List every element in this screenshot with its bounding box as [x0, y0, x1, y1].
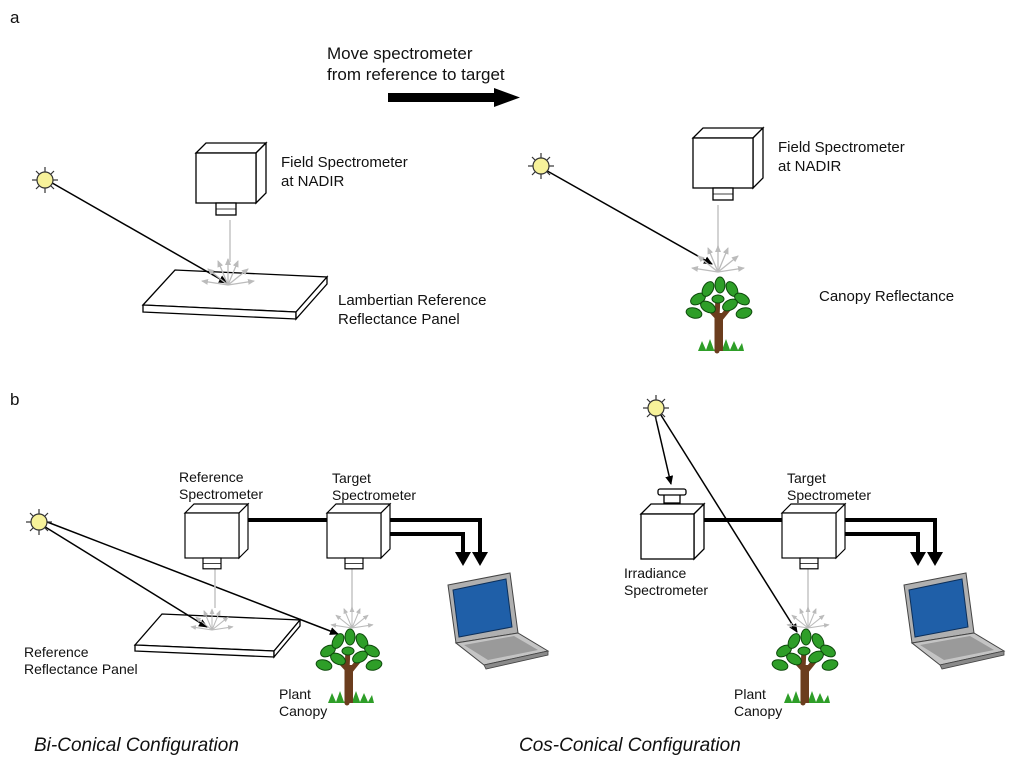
sun-icon	[527, 152, 555, 180]
label-line: Canopy	[279, 703, 328, 719]
move-text-line: Move spectrometer	[327, 44, 473, 63]
label-line: at NADIR	[778, 158, 842, 175]
label-line: Target	[787, 470, 826, 486]
reflected-light-fan	[787, 607, 829, 628]
plant-canopy-label: Plant Canopy	[279, 686, 327, 720]
reflected-light-fan	[692, 246, 744, 272]
incident-ray	[658, 411, 798, 633]
move-text: Move spectrometer from reference to targ…	[327, 43, 505, 85]
spectrometer-icon	[195, 142, 267, 216]
irradiance-spectrometer-label: Irradiance Spectrometer	[624, 565, 708, 599]
incident-ray	[46, 179, 228, 284]
label-line: Reflectance Panel	[24, 661, 138, 677]
label-line: at NADIR	[281, 173, 345, 190]
label-line: Spectrometer	[179, 486, 264, 502]
sun-icon	[642, 394, 670, 422]
laptop-icon	[903, 572, 1005, 670]
plant-canopy-label: Plant Canopy	[734, 686, 782, 720]
target-spectrometer-label: Target Spectrometer	[332, 470, 416, 504]
label-line: Spectrometer	[787, 487, 872, 503]
label-line: Plant	[734, 686, 766, 702]
reflected-light-fan	[331, 607, 373, 628]
spectrometer-icon	[326, 503, 391, 570]
label-line: Reference	[179, 469, 244, 485]
label-line: Irradiance	[624, 565, 687, 581]
sun-icon	[31, 166, 59, 194]
label-line: Field Spectrometer	[778, 139, 905, 156]
canopy-reflectance-label: Canopy Reflectance	[819, 288, 955, 305]
spectrometer-icon	[184, 503, 249, 570]
label-line: Lambertian Reference	[338, 292, 487, 309]
spectrometer-icon	[692, 127, 764, 201]
move-text-line: from reference to target	[327, 65, 505, 84]
bi-conical-caption: Bi-Conical Configuration	[34, 735, 239, 756]
label-line: Spectrometer	[624, 582, 709, 598]
incident-ray	[541, 167, 713, 265]
reference-panel-icon	[141, 269, 329, 321]
label-line: Field Spectrometer	[281, 154, 408, 171]
reference-panel-icon	[133, 613, 302, 659]
left-spectrometer-label: Field Spectrometer at NADIR	[281, 153, 408, 191]
label-line: Spectrometer	[332, 487, 417, 503]
reference-spectrometer-label: Reference Spectrometer	[179, 469, 263, 503]
target-spectrometer-label: Target Spectrometer	[787, 470, 871, 504]
data-cable	[248, 518, 482, 555]
reference-reflectance-panel-label: Reference Reflectance Panel	[24, 644, 138, 678]
label-line: Canopy	[734, 703, 783, 719]
reference-panel-label: Lambertian Reference Reflectance Panel	[338, 291, 486, 329]
panel-b-tag: b	[10, 390, 20, 409]
plant-icon	[685, 277, 753, 351]
incident-ray	[654, 414, 674, 485]
data-cable	[702, 518, 937, 555]
right-spectrometer-label: Field Spectrometer at NADIR	[778, 138, 905, 176]
sun-icon	[25, 508, 53, 536]
label-line: Target	[332, 470, 371, 486]
move-arrow	[388, 88, 520, 107]
irradiance-spectrometer-icon	[639, 488, 706, 561]
label-line: Reflectance Panel	[338, 311, 460, 328]
label-line: Reference	[24, 644, 89, 660]
label-line: Plant	[279, 686, 311, 702]
panel-a-tag: a	[10, 8, 20, 27]
incident-ray	[41, 524, 208, 628]
spectrometer-icon	[781, 503, 846, 570]
incident-ray	[41, 519, 339, 635]
cos-conical-caption: Cos-Conical Configuration	[519, 735, 741, 756]
laptop-icon	[447, 572, 549, 670]
